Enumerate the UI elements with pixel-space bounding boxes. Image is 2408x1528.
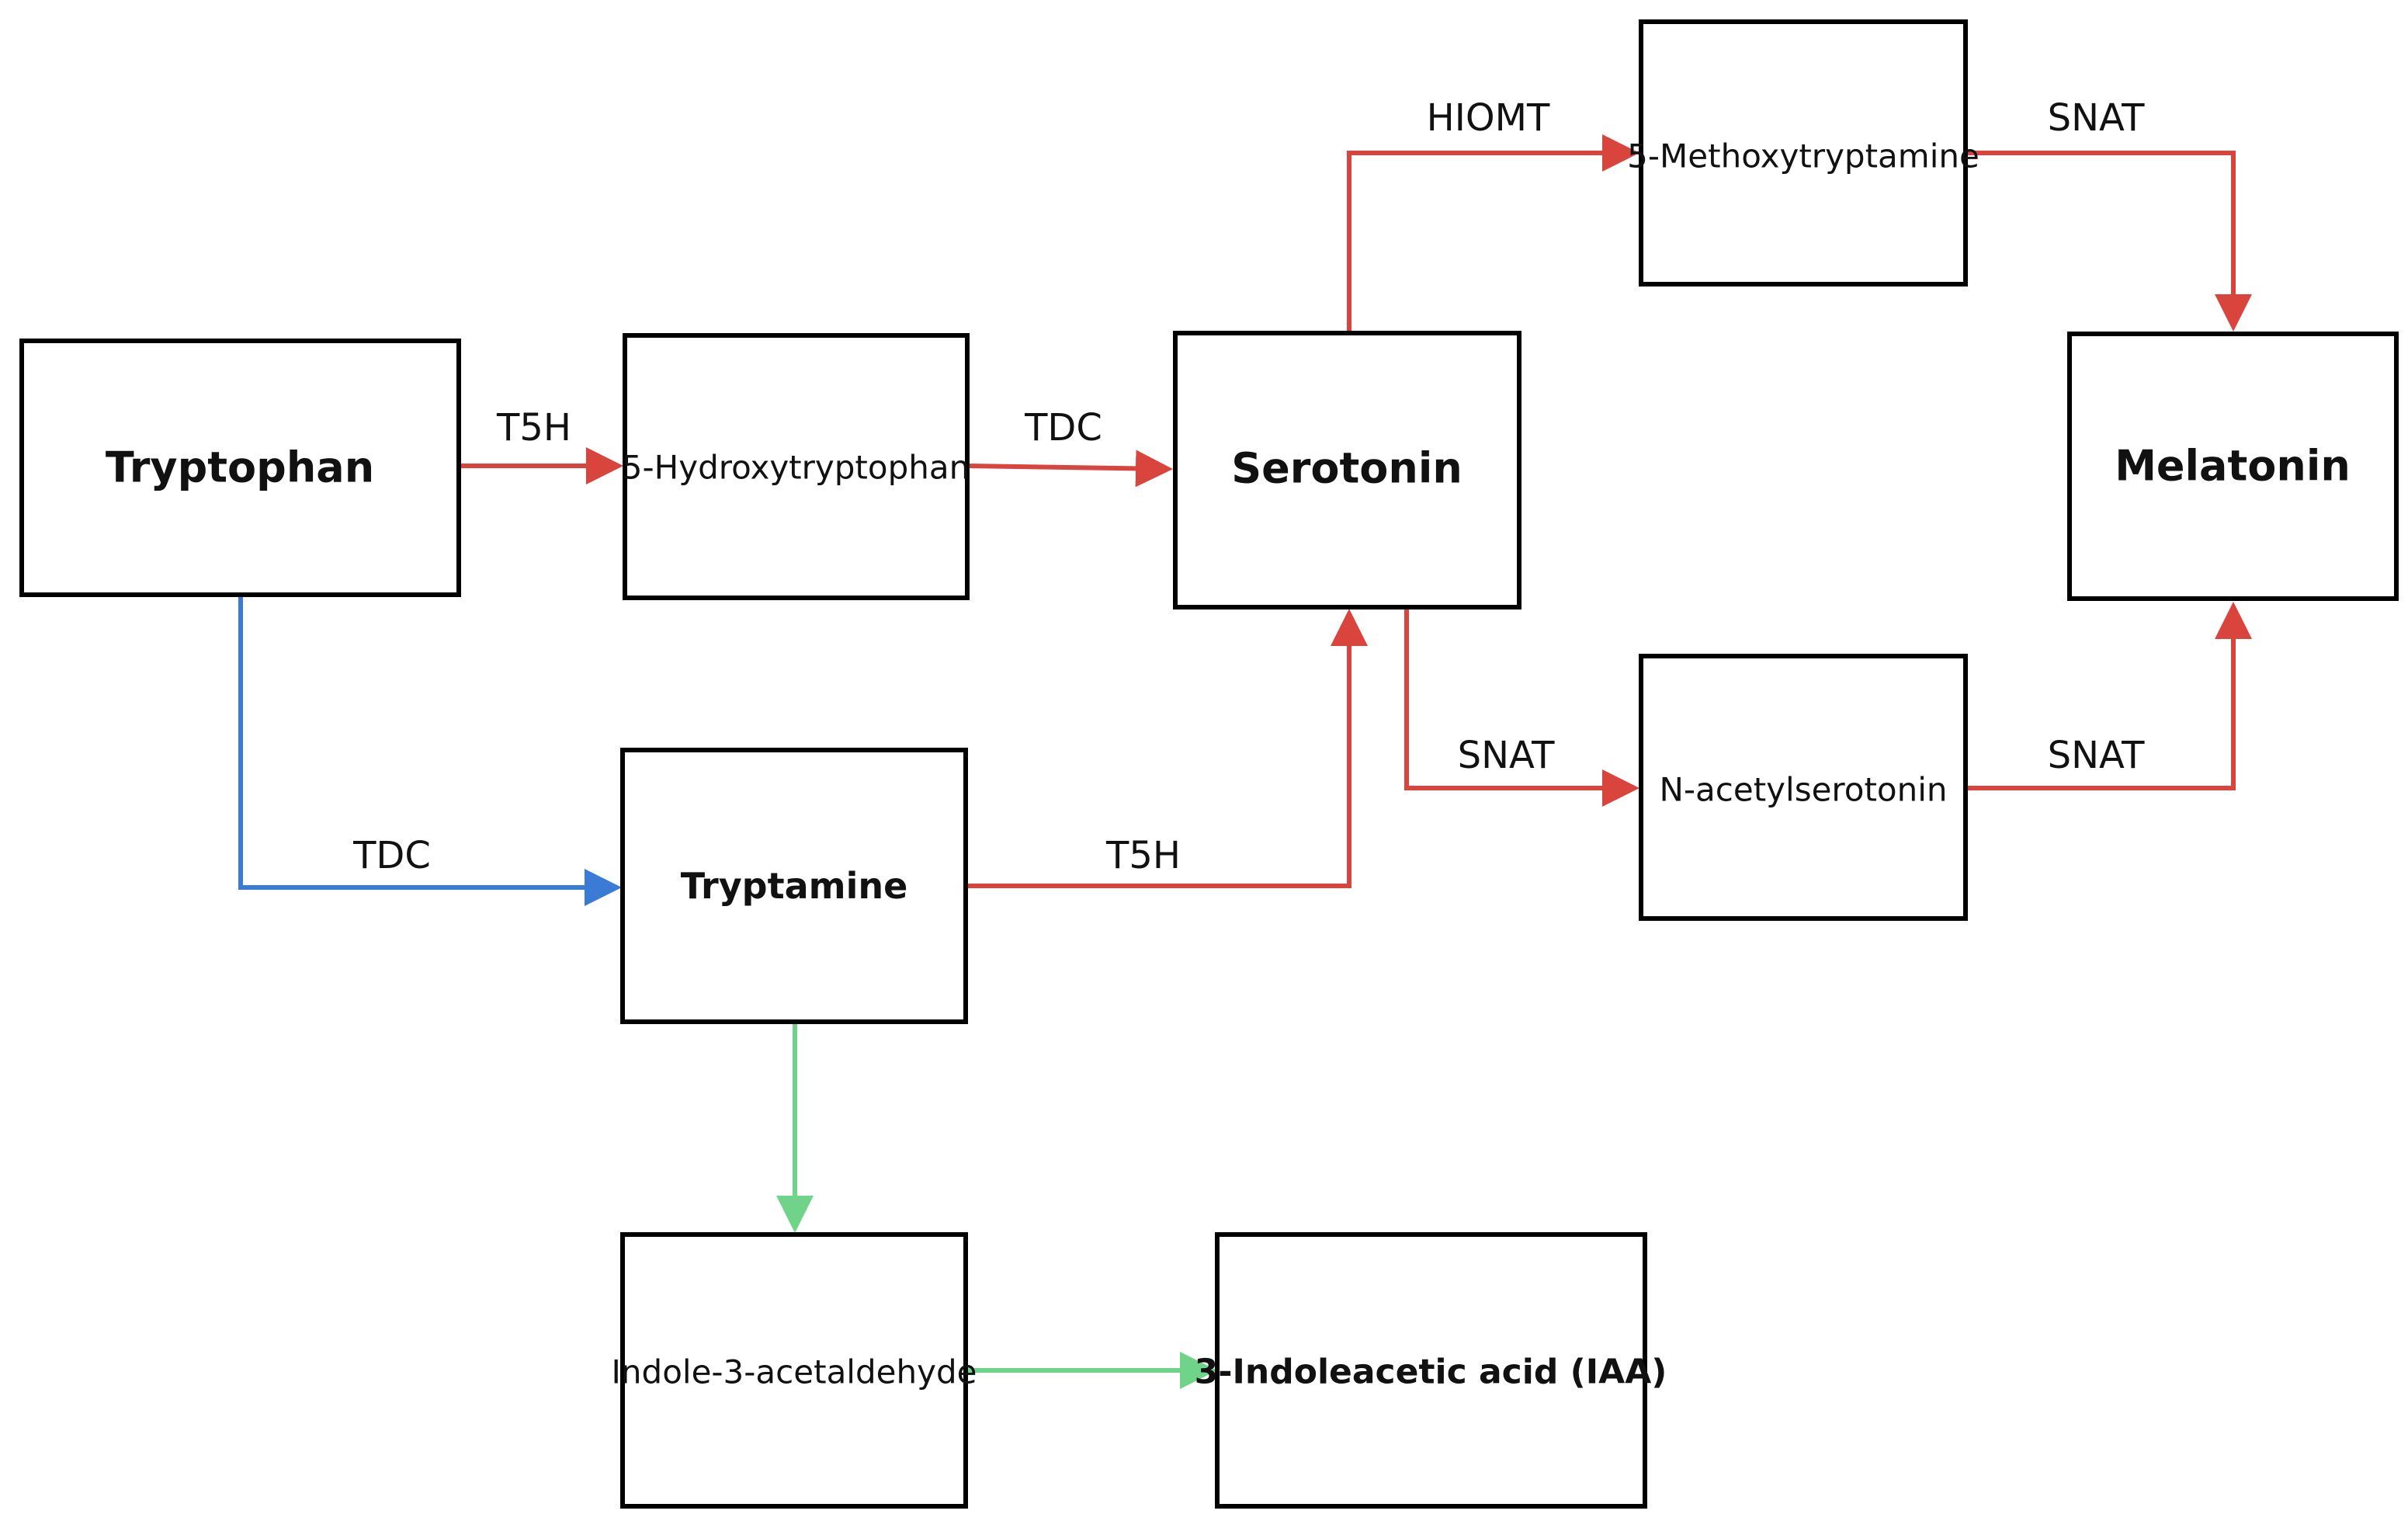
edge-tryptophan-to-tryptamine <box>238 596 622 906</box>
node-melatonin: Melatonin <box>2067 332 2399 601</box>
edges <box>238 134 2252 1389</box>
node-acetylserotonin: N-acetylserotonin <box>1639 654 1968 921</box>
node-label-indole-acetaldehyde: Indole-3-acetaldehyde <box>612 1353 977 1391</box>
node-label-tryptamine: Tryptamine <box>681 865 908 907</box>
node-methoxytryptamine: 5-Methoxytryptamine <box>1627 19 1979 286</box>
node-label-hydroxytryptophan: 5-Hydroxytryptophan <box>622 449 970 487</box>
node-label-tryptophan: Tryptophan <box>106 443 374 492</box>
node-label-acetylserotonin: N-acetylserotonin <box>1659 771 1947 809</box>
enzyme-label-snat-right: SNAT <box>2048 734 2145 777</box>
node-hydroxytryptophan: 5-Hydroxytryptophan <box>622 333 970 600</box>
nodes: Tryptophan 5-Hydroxytryptophan Serotonin… <box>19 19 2399 1509</box>
enzyme-label-hiomt: HIOMT <box>1427 96 1550 140</box>
node-label-melatonin: Melatonin <box>2115 442 2351 491</box>
node-tryptamine: Tryptamine <box>620 748 968 1024</box>
edge-serotonin-to-methoxytryptamine <box>1347 134 1639 332</box>
node-label-iaa: 3-Indoleacetic acid (IAA) <box>1195 1353 1667 1392</box>
enzyme-label-tdc-top: TDC <box>1024 406 1102 450</box>
edge-serotonin-to-acetylserotonin <box>1404 609 1639 807</box>
edge-acetylserotonin-to-melatonin <box>1967 602 2252 790</box>
enzyme-label-t5h-top: T5H <box>496 406 571 450</box>
enzyme-label-snat-top: SNAT <box>2048 96 2145 140</box>
edge-tryptamine-to-serotonin <box>966 609 1368 888</box>
enzyme-label-snat-mid: SNAT <box>1458 734 1555 777</box>
edge-hydroxytryptophan-to-serotonin <box>966 450 1173 488</box>
node-indole-acetaldehyde: Indole-3-acetaldehyde <box>612 1232 977 1509</box>
edge-methoxytryptamine-to-melatonin <box>1967 151 2252 332</box>
node-serotonin: Serotonin <box>1173 331 1521 609</box>
enzyme-label-tdc-bottom: TDC <box>352 834 431 877</box>
enzyme-label-t5h-bottom: T5H <box>1105 834 1181 877</box>
node-label-serotonin: Serotonin <box>1231 444 1462 493</box>
enzyme-labels: T5H TDC HIOMT SNAT SNAT SNAT TDC T5H <box>352 96 2145 877</box>
node-iaa: 3-Indoleacetic acid (IAA) <box>1195 1232 1667 1509</box>
node-tryptophan: Tryptophan <box>19 339 461 597</box>
node-label-methoxytryptamine: 5-Methoxytryptamine <box>1627 137 1979 175</box>
